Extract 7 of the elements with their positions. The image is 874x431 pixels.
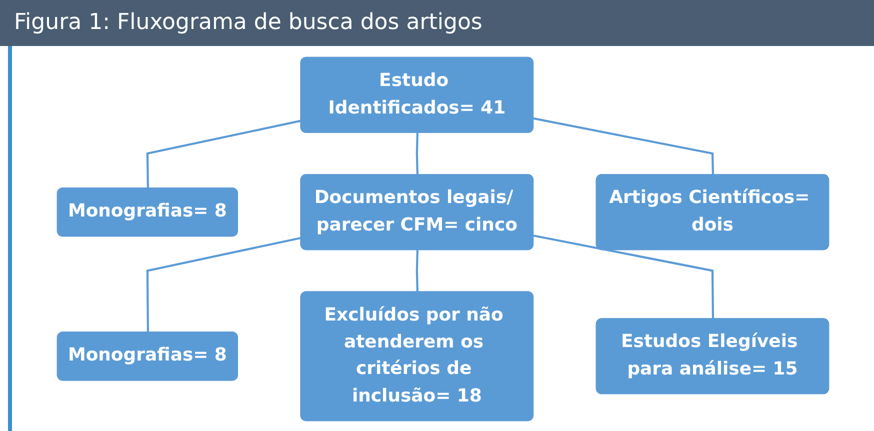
connector <box>416 250 418 292</box>
connector <box>533 234 714 319</box>
connector <box>416 132 418 175</box>
figure-title: Figura 1: Fluxograma de busca dos artigos <box>0 0 874 46</box>
connector <box>533 116 714 175</box>
connector <box>146 119 302 188</box>
connector <box>146 236 302 332</box>
